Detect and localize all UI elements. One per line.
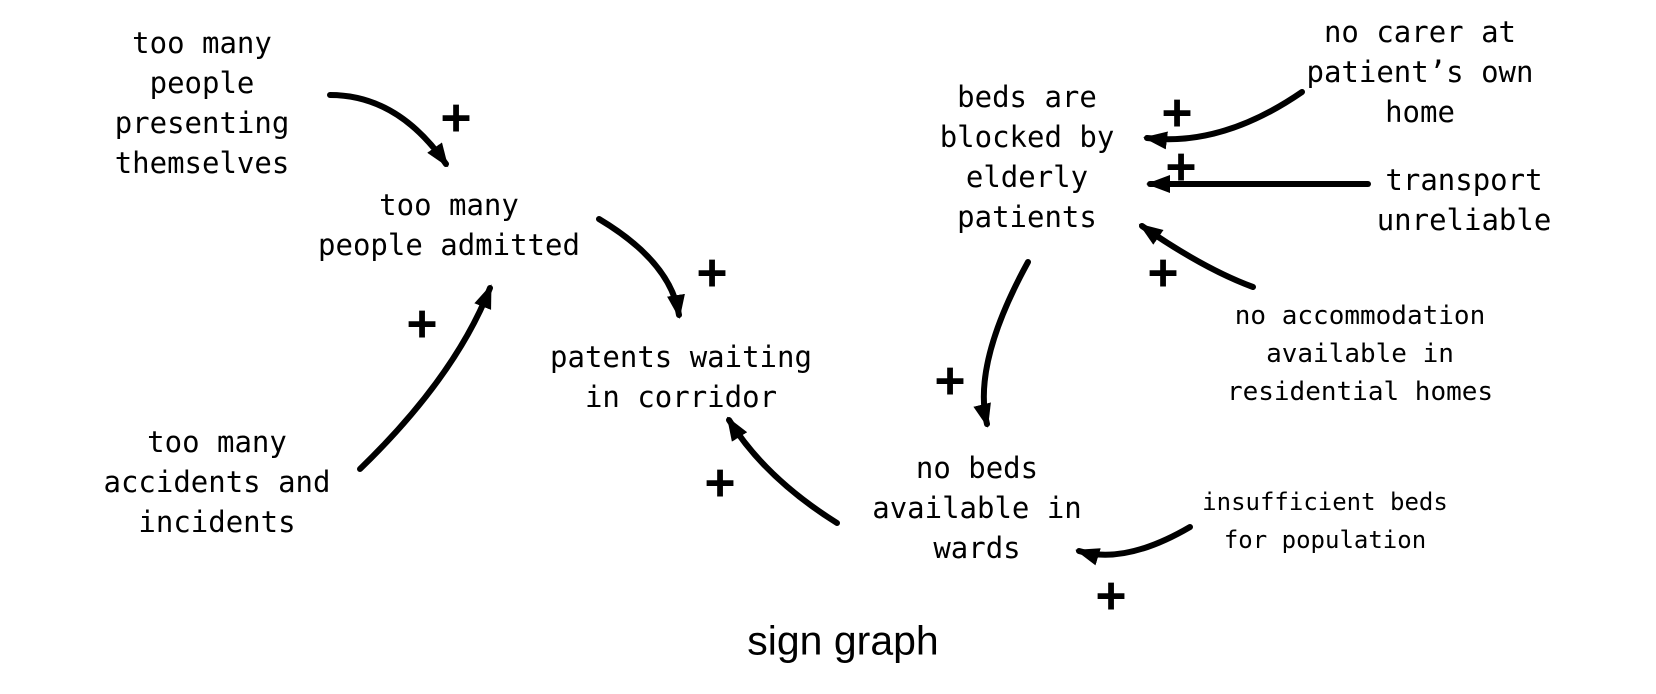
diagram-caption: sign graph <box>747 617 939 664</box>
arrow-wards-to-corridor <box>726 416 840 526</box>
node-insufficient-beds-for-population: insufficient beds for population <box>1202 488 1448 554</box>
plus-sign-carer-to-blocked: + <box>1161 83 1193 141</box>
arrow-insufficient-to-wards <box>1075 524 1193 566</box>
node-beds-blocked-by-elderly-patients: beds are blocked by elderly patients <box>939 80 1115 234</box>
node-patents-waiting-in-corridor: patents waiting in corridor <box>550 340 812 414</box>
arrow-admitted-to-corridor <box>596 216 685 319</box>
plus-sign-accommodation-to-blocked: + <box>1147 243 1179 301</box>
node-no-accommodation-residential-homes: no accommodation available in residentia… <box>1226 301 1494 407</box>
arrow-blocked-to-wards <box>973 259 1031 428</box>
plus-sign-presenting-to-admitted: + <box>440 88 472 146</box>
arrow-accidents-to-admitted <box>357 284 493 472</box>
arrow-carer-to-blocked <box>1143 89 1305 150</box>
arrow-presenting-to-admitted <box>327 92 449 168</box>
plus-sign-insufficient-to-wards: + <box>1095 566 1127 624</box>
plus-sign-admitted-to-corridor: + <box>696 243 728 301</box>
node-too-many-people-admitted: too many people admitted <box>318 188 580 262</box>
plus-sign-blocked-to-wards: + <box>934 351 966 409</box>
node-too-many-people-presenting-themselves: too many people presenting themselves <box>114 26 290 180</box>
plus-sign-wards-to-corridor: + <box>704 453 736 511</box>
plus-sign-transport-to-blocked: + <box>1165 137 1197 195</box>
node-no-beds-available-in-wards: no beds available in wards <box>872 451 1082 565</box>
node-no-carer-at-patients-own-home: no carer at patient’s own home <box>1306 15 1534 129</box>
arrow-accommodation-to-blocked <box>1138 223 1256 290</box>
node-transport-unreliable: transport unreliable <box>1376 163 1552 237</box>
plus-sign-accidents-to-admitted: + <box>406 294 438 352</box>
node-too-many-accidents-and-incidents: too many accidents and incidents <box>103 425 331 539</box>
